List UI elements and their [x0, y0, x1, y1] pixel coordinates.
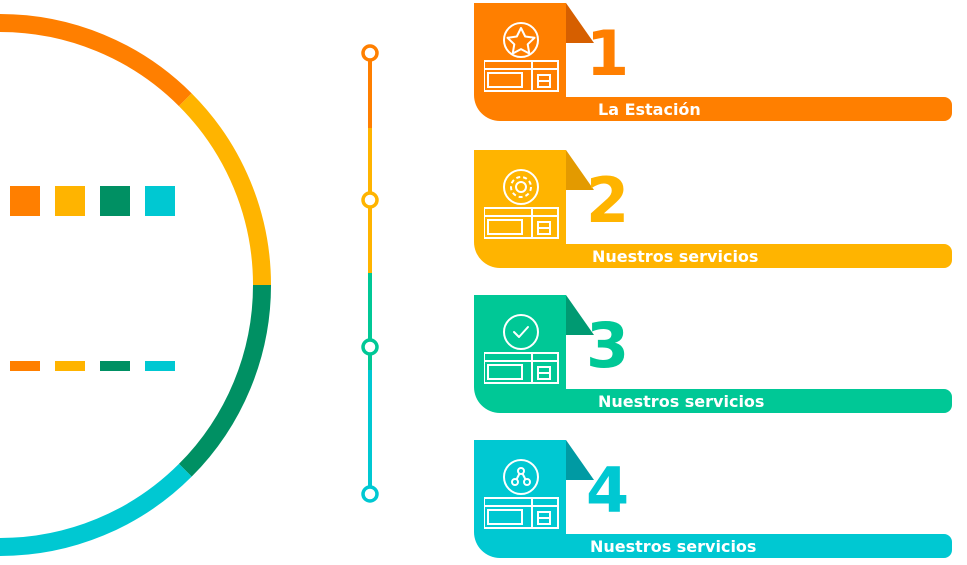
card-fold	[566, 150, 594, 190]
timeline	[361, 44, 379, 503]
bar-orange	[10, 361, 40, 371]
timeline-dot-3	[361, 338, 379, 356]
step-title: La Estación	[598, 100, 701, 119]
card-shape	[474, 295, 952, 413]
bar-teal	[145, 361, 175, 371]
step-number: 1	[586, 17, 630, 90]
card-body	[474, 440, 952, 558]
check-badge-icon	[484, 314, 559, 384]
card-shape	[474, 3, 952, 121]
bar-green	[100, 361, 130, 371]
semicircle-arc	[0, 14, 271, 556]
step-number: 2	[586, 164, 630, 237]
card-fold	[566, 295, 594, 335]
gear-badge-icon	[484, 169, 559, 239]
step-title: Nuestros servicios	[598, 392, 765, 411]
share-badge-icon	[484, 459, 559, 529]
timeline-dot-4	[361, 485, 379, 503]
star-badge-icon	[484, 22, 559, 92]
card-fold	[566, 3, 594, 43]
card-body	[474, 150, 952, 268]
step-number: 3	[586, 309, 630, 382]
bar-yellow	[55, 361, 85, 371]
timeline-dot-2	[361, 191, 379, 209]
arc-segment-teal	[0, 463, 192, 556]
swatch-orange	[10, 186, 40, 216]
card-shape	[474, 440, 952, 558]
step-title: Nuestros servicios	[592, 247, 759, 266]
swatch-teal	[145, 186, 175, 216]
swatch-green	[100, 186, 130, 216]
card-shape	[474, 150, 952, 268]
arc-segment-orange	[0, 14, 192, 107]
card-body	[474, 3, 952, 121]
arc-segment-green	[178, 284, 271, 477]
step-card-1: 1 La Estación	[474, 3, 952, 128]
arc-segment-yellow	[178, 93, 271, 286]
swatch-yellow	[55, 186, 85, 216]
step-title: Nuestros servicios	[590, 537, 757, 556]
timeline-dot-1	[361, 44, 379, 62]
card-body	[474, 295, 952, 413]
card-fold	[566, 440, 594, 480]
step-number: 4	[586, 454, 630, 527]
